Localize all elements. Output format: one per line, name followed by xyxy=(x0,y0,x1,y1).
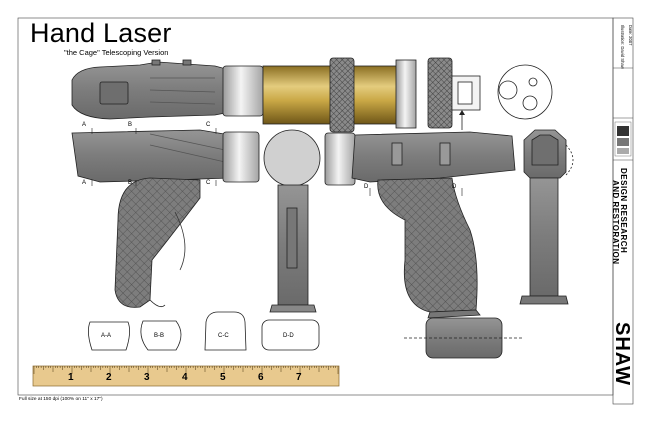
section-marker-b-bottom: B xyxy=(128,180,133,186)
section-marker-lines xyxy=(91,128,463,196)
ruler-number-3: 3 xyxy=(144,372,150,383)
knurled-ring-1 xyxy=(329,57,355,133)
sidebar-logo xyxy=(614,121,632,398)
rear-post xyxy=(529,177,559,297)
front-view-disc xyxy=(497,64,553,120)
sidebar-tagline-2: AND RESTORATION xyxy=(611,180,620,265)
section-c-shape xyxy=(204,311,247,351)
sidebar-credit-2: Date: 2007 xyxy=(628,25,633,46)
left-grip xyxy=(114,177,201,308)
cross-section-label-d: D-D xyxy=(283,333,294,339)
section-marker-d-right: D xyxy=(452,184,457,190)
section-marker-b-top: B xyxy=(128,122,133,128)
center-silver-collar xyxy=(324,132,356,186)
ruler-number-1: 1 xyxy=(68,372,74,383)
section-marker-c-bottom: C xyxy=(206,180,211,186)
section-d-detail xyxy=(404,317,522,359)
center-disc xyxy=(263,129,321,187)
right-grip xyxy=(377,177,478,313)
right-side-view xyxy=(351,131,516,319)
section-marker-a-top: A xyxy=(82,122,87,128)
ruler-number-7: 7 xyxy=(296,372,302,383)
sidebar-brand: SHAW xyxy=(611,322,633,386)
center-view xyxy=(263,129,356,313)
rear-view xyxy=(519,129,574,305)
top-silver-band xyxy=(222,65,264,117)
left-side-view xyxy=(71,129,260,308)
page-subtitle: "the Cage" Telescoping Version xyxy=(64,48,169,57)
section-b-shape xyxy=(140,320,182,351)
silver-ring xyxy=(395,59,417,129)
ruler-number-2: 2 xyxy=(106,372,112,383)
section-marker-c-top: C xyxy=(206,122,211,128)
top-view xyxy=(71,57,481,133)
section-d-shape xyxy=(261,319,320,351)
right-body xyxy=(351,131,516,183)
section-marker-a-bottom: A xyxy=(82,180,87,186)
left-silver-collar xyxy=(222,131,260,183)
scale-ruler xyxy=(32,365,340,387)
sidebar-credit-1: Illustration: David Shaw xyxy=(620,25,625,69)
sidebar-frame xyxy=(612,17,634,405)
top-view-vent xyxy=(99,81,129,105)
cross-section-label-c: C-C xyxy=(218,333,229,339)
sidebar-tagline-1: DESIGN RESEARCH xyxy=(619,168,628,254)
section-marker-d-left: D xyxy=(364,184,369,190)
cross-section-shapes xyxy=(88,311,320,351)
top-view-body xyxy=(71,61,231,120)
left-body xyxy=(71,129,231,183)
ruler-number-6: 6 xyxy=(258,372,264,383)
cross-section-label-b: B-B xyxy=(154,333,165,339)
scale-footnote: Full size at 150 dpi (100% on 11" x 17") xyxy=(19,397,103,402)
ruler-number-5: 5 xyxy=(220,372,226,383)
knurled-ring-2 xyxy=(427,57,453,129)
page-title: Hand Laser xyxy=(30,18,172,48)
section-a-shape xyxy=(88,321,130,351)
ruler-number-4: 4 xyxy=(182,372,188,383)
cross-section-label-a: A-A xyxy=(101,333,112,339)
